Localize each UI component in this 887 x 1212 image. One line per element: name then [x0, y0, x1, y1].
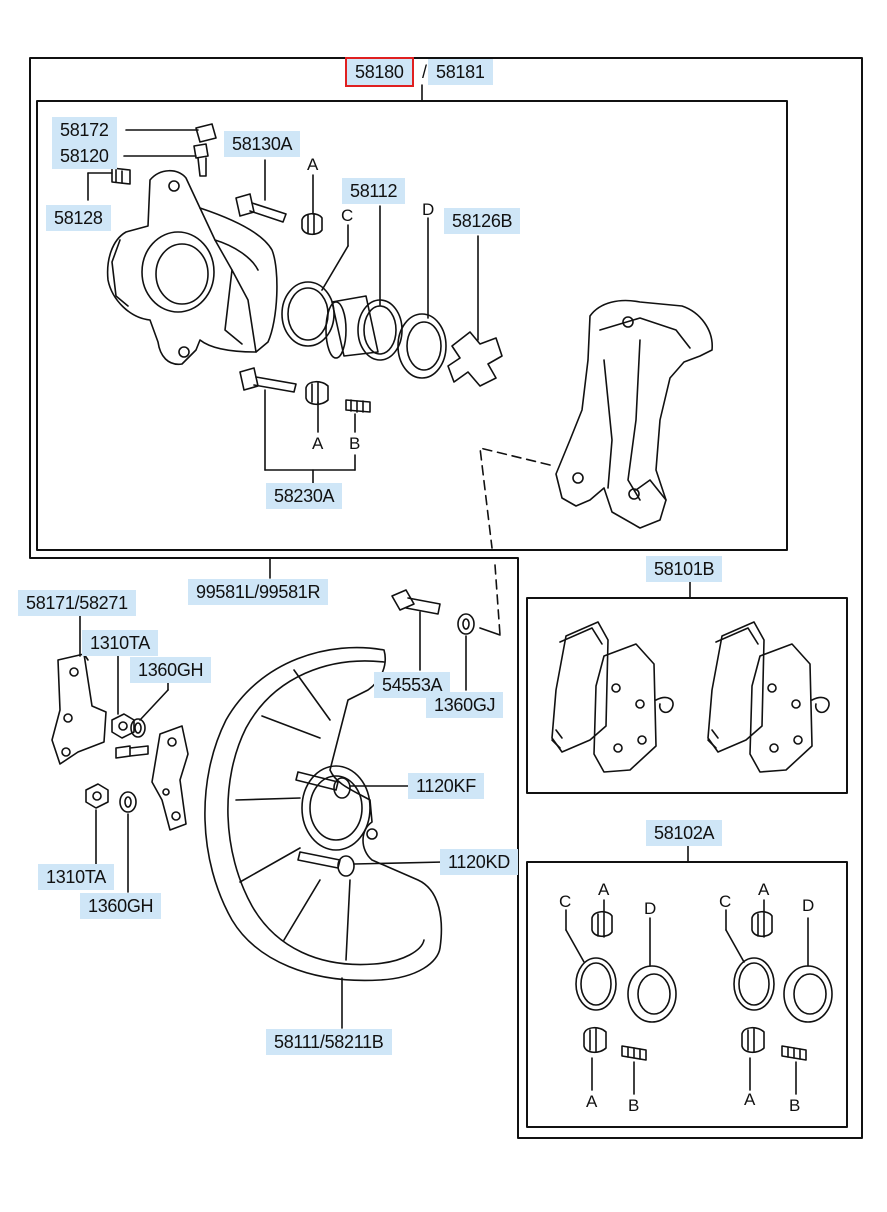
- label-99581[interactable]: 99581L/99581R: [188, 579, 329, 605]
- bolt-58230A: [239, 367, 297, 393]
- callout-kit1-c: C: [559, 892, 572, 911]
- brake-pads-left: [551, 621, 674, 773]
- caliper-bracket: [555, 299, 713, 529]
- callout-kit2-a-bottom: A: [744, 1090, 756, 1109]
- nut-1310TA-bottom: [85, 783, 109, 809]
- callout-kit2-d: D: [802, 896, 815, 915]
- label-1310TA-top[interactable]: 1310TA: [82, 630, 158, 656]
- label-1360GH-bottom[interactable]: 1360GH: [80, 893, 162, 919]
- boot-B-bottom: [345, 399, 371, 413]
- piston-58112: [325, 295, 403, 361]
- caliper-housing: [106, 169, 278, 366]
- screw-58172: [195, 123, 217, 143]
- bolt-bracket-small: [115, 745, 149, 759]
- outer-frame: [29, 57, 863, 1139]
- label-58120[interactable]: 58120: [52, 143, 117, 169]
- label-58172[interactable]: 58172: [52, 117, 117, 143]
- retaining-clip-58126B: [447, 331, 503, 387]
- label-separator: /: [422, 62, 428, 82]
- bolt-58130A: [235, 193, 287, 223]
- callout-kit2-b-bottom: B: [789, 1096, 801, 1115]
- callout-a-top: A: [307, 155, 319, 174]
- label-58126B[interactable]: 58126B: [444, 208, 521, 234]
- label-58101B[interactable]: 58101B: [646, 556, 723, 582]
- caliper-frame: [36, 100, 788, 551]
- callout-a-bottom: A: [312, 434, 324, 453]
- pad-frame: [526, 597, 848, 794]
- label-58180[interactable]: 58180: [345, 57, 414, 87]
- label-58181[interactable]: 58181: [428, 59, 493, 85]
- callout-d-top: D: [422, 200, 435, 219]
- callout-kit1-a-top: A: [598, 880, 610, 899]
- label-58128[interactable]: 58128: [46, 205, 111, 231]
- callout-kit2-c: C: [719, 892, 732, 911]
- label-58102A[interactable]: 58102A: [646, 820, 723, 846]
- bolt-1120KF: [295, 771, 351, 799]
- repair-kit-right: [733, 910, 833, 1061]
- label-58112[interactable]: 58112: [342, 178, 406, 204]
- label-58130A[interactable]: 58130A: [224, 131, 301, 157]
- label-58171[interactable]: 58171/58271: [18, 590, 136, 616]
- callout-b-bottom: B: [349, 434, 361, 453]
- callout-kit1-a-bottom: A: [586, 1092, 598, 1111]
- label-1120KD[interactable]: 1120KD: [440, 849, 518, 875]
- repair-kit-left: [575, 910, 677, 1061]
- bolt-54553A: [391, 589, 441, 615]
- cap-58128: [111, 167, 131, 185]
- nut-1310TA-top: [111, 713, 135, 739]
- label-58230A[interactable]: 58230A: [266, 483, 343, 509]
- boot-A-bottom: [305, 380, 329, 406]
- callout-kit1-b-bottom: B: [628, 1096, 640, 1115]
- label-58111[interactable]: 58111/58211B: [266, 1029, 392, 1055]
- washer-1360GH-top: [130, 718, 146, 738]
- bleeder-58120: [193, 143, 209, 177]
- label-1360GH-top[interactable]: 1360GH: [130, 657, 212, 683]
- callout-c-top: C: [341, 206, 354, 225]
- washer-1360GH-bottom: [119, 791, 137, 813]
- boot-A-top: [301, 212, 323, 236]
- bracket-58171: [51, 653, 107, 765]
- repair-kit-frame: [526, 861, 848, 1128]
- bolt-1120KD: [297, 851, 355, 877]
- dust-shield-58111: [204, 646, 443, 982]
- label-1310TA-bottom[interactable]: 1310TA: [38, 864, 114, 890]
- label-1120KF[interactable]: 1120KF: [408, 773, 484, 799]
- label-1360GJ[interactable]: 1360GJ: [426, 692, 504, 718]
- callout-kit1-d: D: [644, 899, 657, 918]
- callout-kit2-a-top: A: [758, 880, 770, 899]
- brake-pads-right: [707, 621, 830, 773]
- boot-d: [397, 313, 447, 379]
- bracket-hose: [151, 725, 189, 831]
- washer-1360GJ: [457, 613, 475, 635]
